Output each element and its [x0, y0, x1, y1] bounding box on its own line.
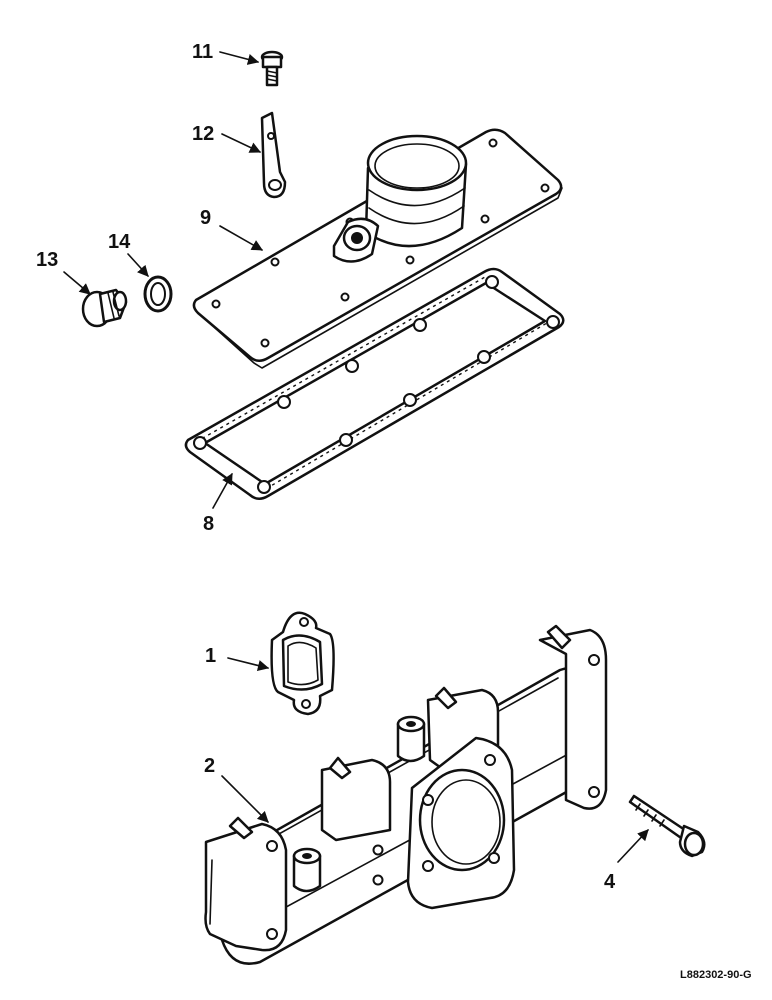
callout-12: 12: [192, 123, 262, 153]
callout-1: 1: [205, 645, 270, 671]
callout-13-label: 13: [36, 249, 58, 271]
bolt-part: [628, 794, 706, 858]
flange-gasket-part: [270, 611, 335, 716]
callout-11-label: 11: [192, 41, 213, 63]
callout-2-leader: [221, 775, 269, 823]
callout-9-leader: [219, 225, 263, 251]
callout-12-leader: [221, 133, 262, 153]
callout-9-label: 9: [200, 207, 211, 229]
washer-part: [143, 275, 173, 313]
bracket-part: [260, 111, 287, 199]
callout-4: 4: [604, 829, 649, 893]
callout-14: 14: [108, 231, 149, 277]
callout-12-label: 12: [192, 123, 214, 145]
callout-4-label: 4: [604, 871, 616, 893]
cap-screw-part: [260, 50, 284, 87]
callout-14-label: 14: [108, 231, 131, 253]
callout-8-label: 8: [203, 513, 214, 535]
callout-11-leader: [219, 51, 260, 65]
callout-2-label: 2: [204, 755, 215, 777]
callout-1-label: 1: [205, 645, 216, 667]
callout-2: 2: [204, 755, 269, 823]
callout-1-leader: [227, 657, 270, 671]
manifold-cover-part: [192, 128, 563, 369]
callout-13: 13: [36, 249, 91, 295]
plug-part: [81, 288, 128, 328]
callout-14-leader: [127, 253, 149, 277]
cover-gasket-part: [184, 267, 565, 500]
figure-reference-code: L882302-90-G: [680, 969, 752, 981]
exhaust-manifold-part: [204, 624, 608, 965]
callout-4-leader: [617, 829, 649, 863]
callout-13-leader: [63, 271, 91, 295]
callout-8: 8: [203, 473, 233, 535]
callout-9: 9: [200, 207, 263, 251]
callout-11: 11: [192, 41, 260, 65]
